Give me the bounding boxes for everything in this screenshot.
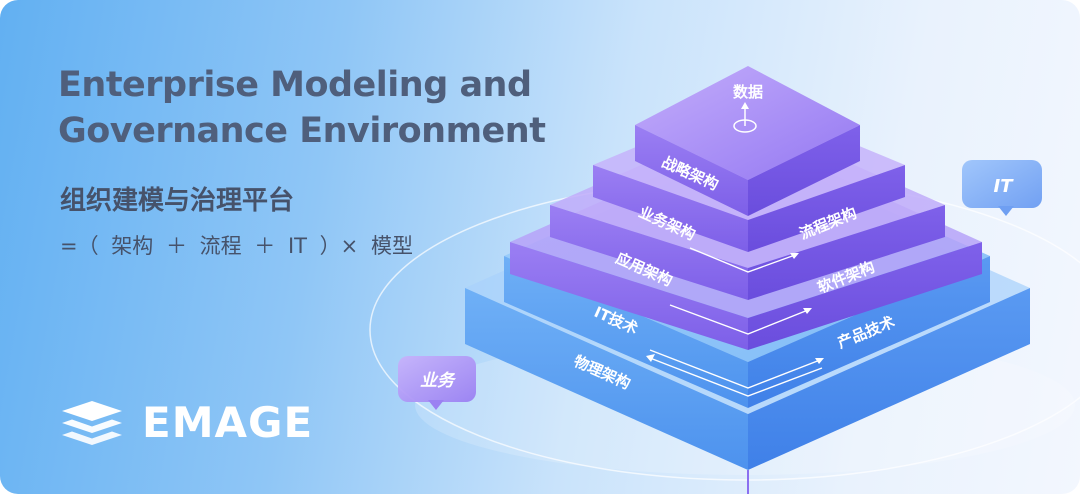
- layer-data-top: [635, 66, 860, 216]
- subtitle: 组织建模与治理平台: [60, 186, 295, 216]
- formula-text: =（ 架构 ＋ 流程 ＋ IT ）× 模型: [60, 234, 413, 258]
- logo-wordmark: EMAGE: [142, 398, 314, 447]
- bubble-business: 业务: [398, 356, 476, 410]
- title-line-1: Enterprise Modeling and: [58, 65, 532, 105]
- label-data: 数据: [733, 83, 763, 101]
- bubble-business-text: 业务: [420, 371, 457, 391]
- flow-arrows: [649, 247, 823, 397]
- bubble-it-text: IT: [994, 176, 1015, 197]
- title-line-2: Governance Environment: [58, 111, 546, 151]
- bubble-it: IT: [962, 160, 1042, 216]
- page-title: Enterprise Modeling and Governance Envir…: [58, 62, 546, 154]
- emage-logo: EMAGE: [58, 398, 313, 447]
- arrow-heads: [646, 253, 824, 364]
- stacked-layers-icon: [62, 400, 122, 445]
